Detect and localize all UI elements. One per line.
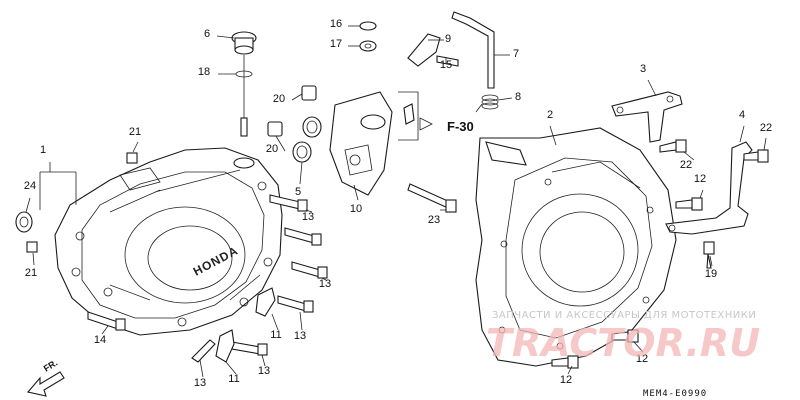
callout-part-p12c: 12 <box>560 374 572 386</box>
callout-part-p13a: 13 <box>302 211 314 223</box>
leader-lines <box>25 25 767 378</box>
callout-part-p12b: 12 <box>636 353 648 365</box>
clutch-lifter-housing <box>329 91 393 196</box>
hose-clip-lower <box>215 329 235 363</box>
callout-part-p6: 6 <box>204 28 210 40</box>
reference-bracket <box>398 91 433 141</box>
washer <box>359 21 377 31</box>
callout-part-p13c: 13 <box>294 330 306 342</box>
cover-bracket-upper <box>611 91 683 143</box>
reference-label: F-30 <box>447 119 474 134</box>
callout-part-p8: 8 <box>515 91 521 103</box>
oil-filler-cap <box>231 31 257 55</box>
callout-part-p18: 18 <box>198 66 210 78</box>
lever-bolt <box>436 55 459 67</box>
generator-cover-right <box>475 127 677 367</box>
callout-part-p1: 1 <box>40 144 46 156</box>
callout-part-p19: 19 <box>705 268 717 280</box>
callout-part-p3: 3 <box>640 63 646 75</box>
callout-part-p5: 5 <box>295 186 301 198</box>
callout-part-p16: 16 <box>330 18 342 30</box>
direction-label: FR. <box>42 358 60 374</box>
oil-seal <box>15 211 33 233</box>
callout-part-p15: 15 <box>440 59 452 71</box>
callout-part-p7: 7 <box>513 48 519 60</box>
callout-part-p13e: 13 <box>194 377 206 389</box>
callout-part-p20b: 20 <box>266 143 278 155</box>
filler-neck <box>233 157 255 169</box>
drawing-code: MEM4-E0990 <box>643 389 707 399</box>
hose-clip-upper <box>255 287 276 317</box>
callout-part-p22b: 22 <box>760 122 772 134</box>
nut <box>359 40 377 52</box>
callout-part-p21b: 21 <box>25 267 37 279</box>
dipstick <box>235 55 253 137</box>
callout-part-p21a: 21 <box>129 126 141 138</box>
callout-part-p17: 17 <box>330 38 342 50</box>
bolts-right-cover <box>551 139 769 369</box>
callout-part-p13b: 13 <box>319 278 331 290</box>
lifter-shaft <box>451 11 495 89</box>
callout-part-p9: 9 <box>445 33 451 45</box>
callout-part-p11a: 11 <box>270 329 281 341</box>
watermark-logo: TRACTOR.RU <box>486 321 760 365</box>
clutch-cover-left: HONDA <box>54 147 283 336</box>
bolts-left-cover <box>87 194 328 363</box>
dowel-pin-upper <box>126 152 138 164</box>
callout-part-p10: 10 <box>350 203 362 215</box>
watermark-text: ЗАПЧАСТИ И АКСЕССУАРЫ ДЛЯ МОТОТЕХНИКИ <box>492 310 756 321</box>
callout-part-p24: 24 <box>24 180 36 192</box>
callout-part-p4: 4 <box>739 109 745 121</box>
dowel-pin-lower <box>26 241 38 253</box>
long-bolt <box>407 183 457 213</box>
lifter-lever <box>407 33 441 67</box>
callout-part-p2: 2 <box>547 109 553 121</box>
callout-part-p23: 23 <box>428 214 440 226</box>
callout-part-p14: 14 <box>94 334 106 346</box>
cover-stay <box>665 141 753 235</box>
callout-part-p22a: 22 <box>680 159 692 171</box>
front-direction-arrow: FR. <box>26 358 65 397</box>
part-callouts: 1234567891011111212121313131313141516171… <box>24 18 772 389</box>
callout-part-p12a: 12 <box>694 173 706 185</box>
callout-part-p13d: 13 <box>258 365 270 377</box>
callout-part-p11b: 11 <box>228 373 239 385</box>
return-spring <box>475 94 499 113</box>
callout-part-p20a: 20 <box>273 93 285 105</box>
